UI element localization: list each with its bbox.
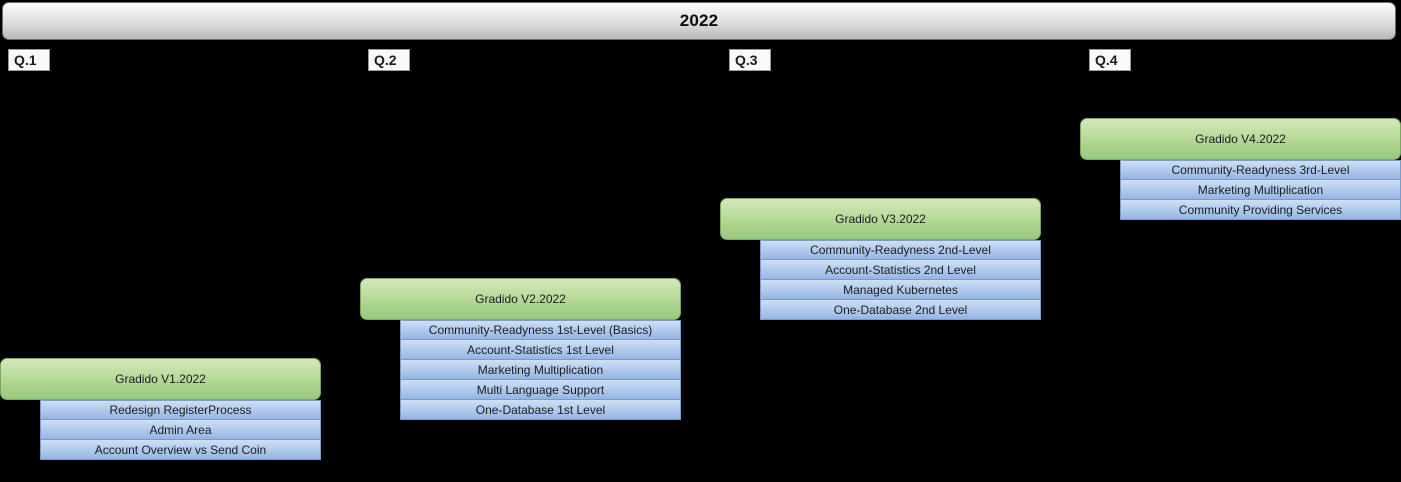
quarter-marker-q4: Q.4: [1089, 49, 1131, 71]
feature-label: Community-Readyness 2nd-Level: [810, 243, 991, 257]
quarter-marker-q4-label: Q.4: [1095, 52, 1118, 68]
feature-label: Community-Readyness 1st-Level (Basics): [428, 323, 653, 337]
feature-row[interactable]: Account-Statistics 2nd Level: [760, 260, 1041, 280]
feature-row[interactable]: Marketing Multiplication: [1120, 180, 1401, 200]
quarter-marker-q1-label: Q.1: [14, 52, 37, 68]
feature-row[interactable]: Marketing Multiplication: [400, 360, 681, 380]
feature-list-v2: Community-Readyness 1st-Level (Basics) A…: [400, 320, 681, 420]
feature-row[interactable]: Account Overview vs Send Coin: [40, 440, 321, 460]
release-group-v4[interactable]: Gradido V4.2022 Community-Readyness 3rd-…: [1080, 118, 1401, 220]
release-header-v3[interactable]: Gradido V3.2022: [720, 198, 1041, 240]
feature-label: Multi Language Support: [476, 382, 605, 397]
feature-label: Account Overview vs Send Coin: [94, 442, 267, 457]
feature-row[interactable]: Redesign RegisterProcess: [40, 400, 321, 420]
feature-label: Managed Kubernetes: [843, 282, 958, 297]
feature-row[interactable]: Managed Kubernetes: [760, 280, 1041, 300]
release-title-v2: Gradido V2.2022: [475, 292, 566, 306]
feature-row[interactable]: Account-Statistics 1st Level: [400, 340, 681, 360]
release-title-v4: Gradido V4.2022: [1195, 132, 1286, 146]
feature-label: One-Database 2nd Level: [833, 302, 968, 317]
feature-label: Redesign RegisterProcess: [109, 403, 252, 417]
quarter-marker-q2-label: Q.2: [374, 52, 397, 68]
feature-row[interactable]: One-Database 1st Level: [400, 400, 681, 420]
feature-list-v4: Community-Readyness 3rd-Level Marketing …: [1120, 160, 1401, 220]
feature-row[interactable]: Community-Readyness 3rd-Level: [1120, 160, 1401, 180]
feature-label: Community-Readyness 3rd-Level: [1171, 163, 1350, 177]
release-title-v1: Gradido V1.2022: [115, 372, 206, 386]
quarter-marker-q3-label: Q.3: [735, 52, 758, 68]
timeline-year-label: 2022: [679, 11, 719, 30]
quarter-marker-q2: Q.2: [368, 49, 410, 71]
release-header-v4[interactable]: Gradido V4.2022: [1080, 118, 1401, 160]
feature-label: Marketing Multiplication: [1197, 182, 1324, 197]
release-header-v2[interactable]: Gradido V2.2022: [360, 278, 681, 320]
release-group-v2[interactable]: Gradido V2.2022 Community-Readyness 1st-…: [360, 278, 681, 420]
feature-row[interactable]: Community-Readyness 2nd-Level: [760, 240, 1041, 260]
release-header-v1[interactable]: Gradido V1.2022: [0, 358, 321, 400]
feature-list-v3: Community-Readyness 2nd-Level Account-St…: [760, 240, 1041, 320]
timeline-year-bar: 2022: [2, 2, 1396, 40]
feature-row[interactable]: Community Providing Services: [1120, 200, 1401, 220]
feature-label: Marketing Multiplication: [477, 362, 604, 377]
release-group-v1[interactable]: Gradido V1.2022 Redesign RegisterProcess…: [0, 358, 321, 460]
release-group-v3[interactable]: Gradido V3.2022 Community-Readyness 2nd-…: [720, 198, 1041, 320]
quarter-marker-q3: Q.3: [729, 49, 771, 71]
quarter-marker-q1: Q.1: [8, 49, 50, 71]
feature-row[interactable]: Community-Readyness 1st-Level (Basics): [400, 320, 681, 340]
feature-list-v1: Redesign RegisterProcess Admin Area Acco…: [40, 400, 321, 460]
feature-label: Account-Statistics 1st Level: [467, 342, 614, 357]
release-title-v3: Gradido V3.2022: [835, 212, 926, 226]
feature-label: Admin Area: [149, 422, 212, 437]
feature-label: One-Database 1st Level: [475, 402, 606, 417]
feature-row[interactable]: One-Database 2nd Level: [760, 300, 1041, 320]
feature-row[interactable]: Multi Language Support: [400, 380, 681, 400]
feature-label: Community Providing Services: [1178, 202, 1343, 217]
feature-label: Account-Statistics 2nd Level: [825, 262, 976, 277]
feature-row[interactable]: Admin Area: [40, 420, 321, 440]
